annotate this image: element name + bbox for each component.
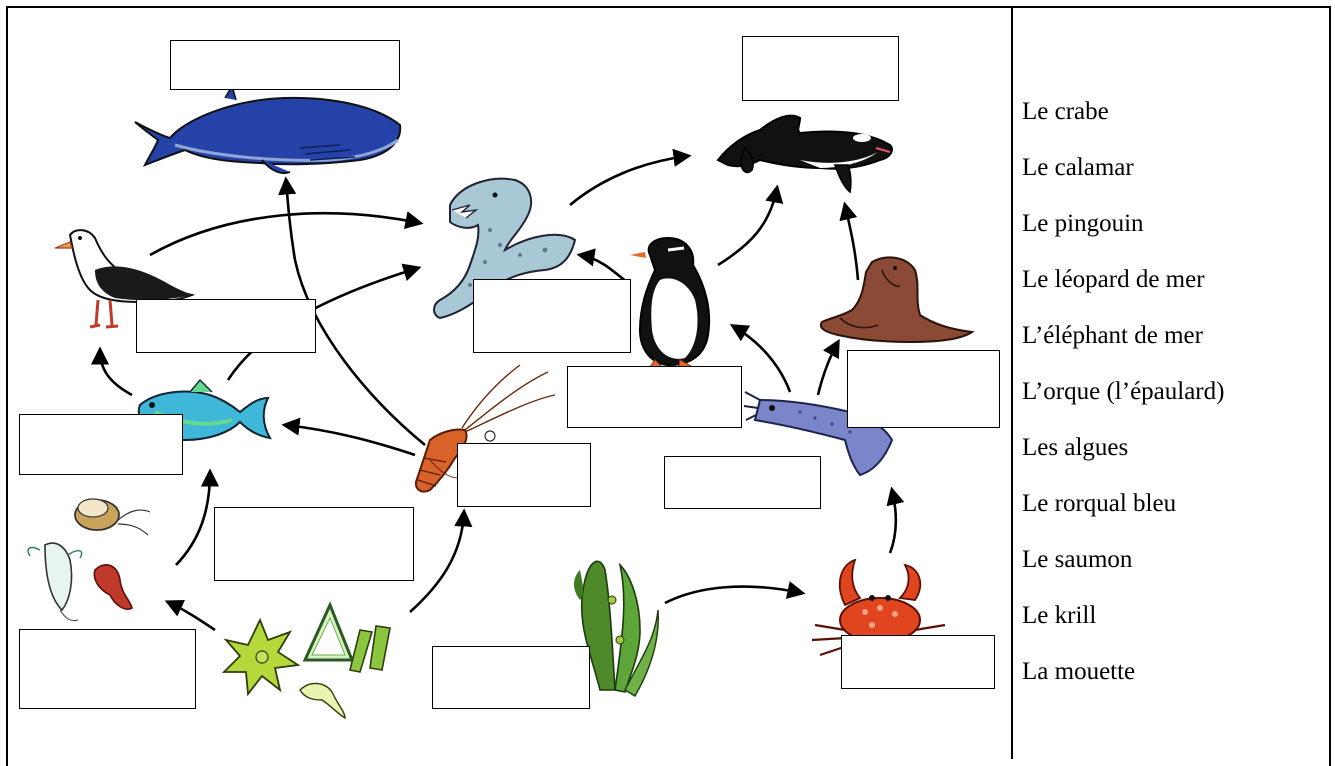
orca-icon — [718, 116, 892, 192]
arrow-zooplankton-to-fish — [176, 472, 210, 565]
phytoplankton-icon — [224, 605, 390, 718]
arrow-seaweed-to-crab — [665, 587, 802, 603]
arrow-penguin-to-orca — [718, 188, 777, 265]
answer-box-fish[interactable] — [19, 414, 183, 475]
penguin-icon — [630, 238, 709, 372]
arrow-leopard-seal-to-orca — [570, 156, 688, 205]
word-bank-item: Le léopard de mer — [1022, 252, 1224, 308]
column-divider — [1011, 6, 1013, 759]
arrow-fish-to-seagull — [100, 350, 132, 395]
arrow-squid-to-elephant-seal — [818, 342, 838, 395]
word-bank-item: Le saumon — [1022, 532, 1224, 588]
arrow-crab-to-squid — [890, 490, 896, 553]
word-bank: Le crabe Le calamar Le pingouin Le léopa… — [1022, 84, 1224, 700]
zooplankton-icon — [28, 499, 150, 621]
word-bank-item: Les algues — [1022, 420, 1224, 476]
blue-whale-icon — [135, 86, 400, 173]
answer-box-elephant-seal[interactable] — [847, 350, 1000, 428]
answer-box-zooplankton[interactable] — [214, 507, 414, 581]
word-bank-item: Le rorqual bleu — [1022, 476, 1224, 532]
answer-box-penguin[interactable] — [567, 366, 742, 428]
word-bank-item: Le krill — [1022, 588, 1224, 644]
word-bank-item: Le pingouin — [1022, 196, 1224, 252]
answer-box-squid[interactable] — [664, 456, 821, 509]
answer-box-seagull[interactable] — [136, 299, 316, 353]
arrow-krill-to-fish — [285, 425, 415, 455]
arrow-elephant-seal-to-orca — [845, 205, 858, 280]
answer-box-blue-whale[interactable] — [170, 40, 400, 90]
arrow-seagull-to-leopard-seal — [150, 213, 420, 255]
word-bank-item: Le calamar — [1022, 140, 1224, 196]
answer-box-leopard-seal[interactable] — [473, 279, 631, 353]
arrow-phytoplankton-to-krill — [410, 512, 464, 612]
word-bank-item: La mouette — [1022, 644, 1224, 700]
answer-box-phytoplankton[interactable] — [19, 629, 196, 709]
answer-box-seaweed[interactable] — [432, 646, 590, 709]
word-bank-item: L’orque (l’épaulard) — [1022, 364, 1224, 420]
elephant-seal-icon — [821, 257, 972, 342]
answer-box-krill[interactable] — [457, 443, 591, 507]
answer-box-orca[interactable] — [742, 36, 899, 101]
answer-box-crab[interactable] — [841, 635, 995, 689]
arrow-phytoplankton-to-zooplankton — [168, 602, 215, 630]
word-bank-item: Le crabe — [1022, 84, 1224, 140]
word-bank-item: L’éléphant de mer — [1022, 308, 1224, 364]
